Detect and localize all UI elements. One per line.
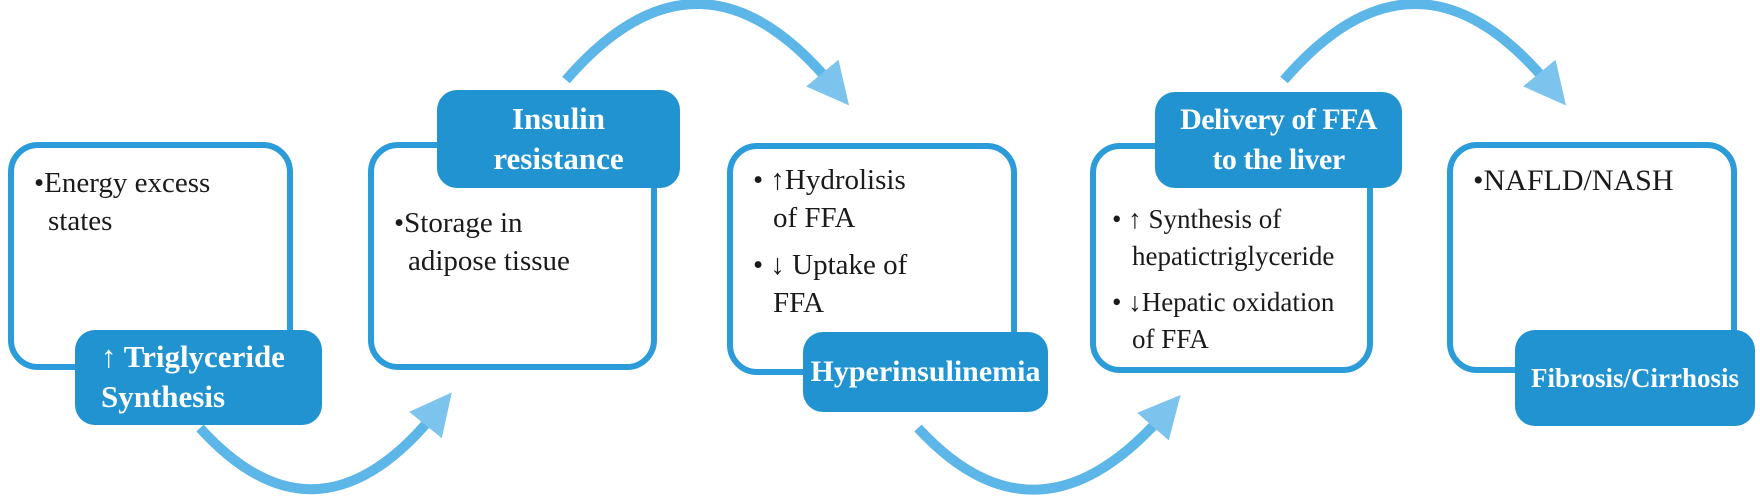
- badge-line: to the liver: [1212, 143, 1345, 176]
- badge-line: Synthesis: [101, 379, 226, 414]
- badge-triglyceride-synthesis: ↑ Triglyceride Synthesis: [75, 330, 322, 425]
- badge-line: ↑ Triglyceride: [101, 339, 285, 374]
- body-line: •NAFLD/NASH: [1473, 164, 1674, 197]
- body-line: hepatictriglyceride: [1132, 241, 1335, 271]
- badge-insulin-resistance: Insulin resistance: [437, 90, 680, 188]
- flow-arrow-1-2: [196, 392, 452, 495]
- body-line: FFA: [773, 287, 825, 319]
- badge-line: Fibrosis/Cirrhosis: [1530, 363, 1740, 393]
- badge-line: Hyperinsulinemia: [810, 355, 1041, 388]
- badge-hyperinsulinemia: Hyperinsulinemia: [803, 332, 1048, 412]
- flow-arrow-2-3: [562, 0, 850, 106]
- body-line: • ↑Hydrolisis: [753, 164, 906, 196]
- body-line: states: [48, 205, 113, 237]
- body-line: • ↓Hepatic oxidation: [1112, 287, 1335, 317]
- step-box-energy-excess: •Energy excess states: [8, 142, 293, 370]
- badge-delivery-of-ffa: Delivery of FFA to the liver: [1155, 92, 1402, 188]
- flow-arrow-4-5: [1280, 0, 1566, 106]
- body-line: of FFA: [773, 202, 856, 234]
- body-line: adipose tissue: [408, 245, 570, 277]
- body-line: • ↓ Uptake of: [753, 249, 908, 281]
- badge-line: Insulin: [511, 101, 606, 136]
- body-line: •Energy excess: [34, 167, 211, 199]
- badge-line: resistance: [493, 141, 624, 176]
- flow-arrow-3-4: [914, 395, 1181, 495]
- badge-line: Delivery of FFA: [1180, 103, 1377, 136]
- body-line: • ↑ Synthesis of: [1112, 204, 1282, 234]
- body-line: •Storage in: [394, 207, 523, 239]
- body-line: of FFA: [1132, 324, 1209, 354]
- badge-fibrosis-cirrhosis: Fibrosis/Cirrhosis: [1515, 330, 1755, 426]
